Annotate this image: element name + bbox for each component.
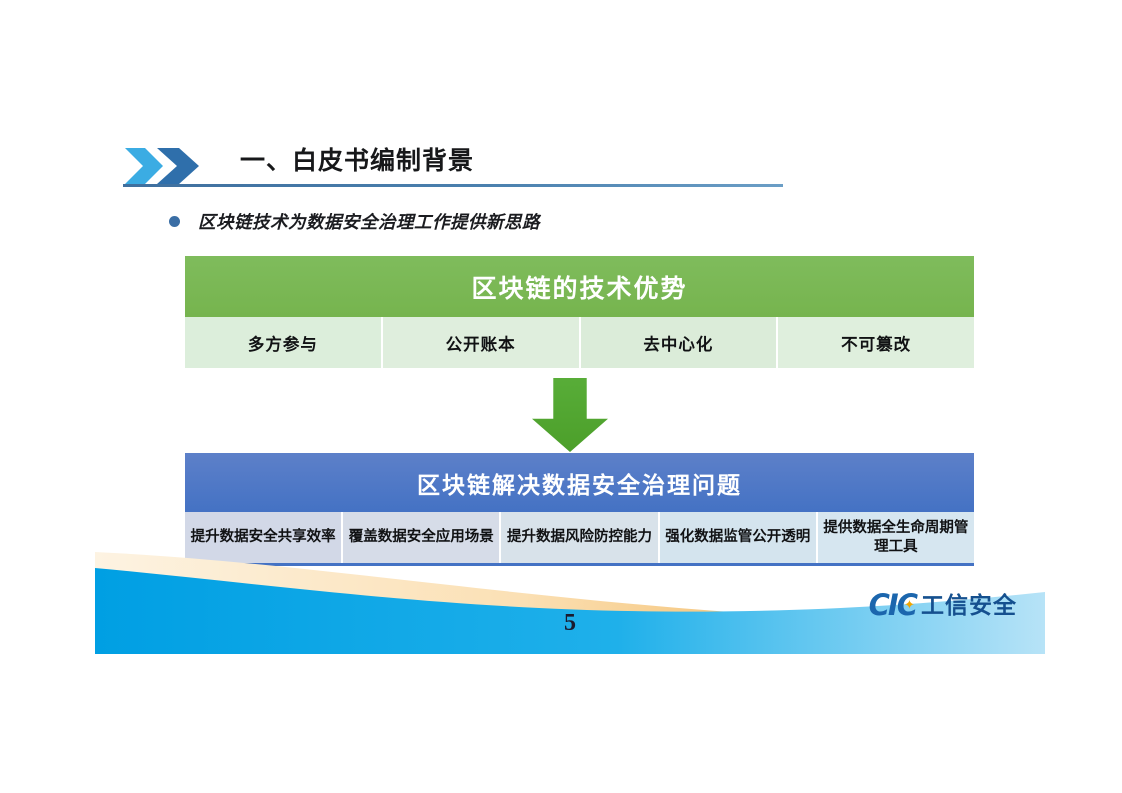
solutions-row: 提升数据安全共享效率 覆盖数据安全应用场景 提升数据风险防控能力 强化数据监管公… [185,512,975,563]
slide-canvas: 一、白皮书编制背景 区块链技术为数据安全治理工作提供新思路 区块链的技术优势 多… [95,28,1045,654]
advantages-row: 多方参与 公开账本 去中心化 不可篡改 [185,317,974,368]
advantages-cell[interactable]: 多方参与 [185,317,383,368]
advantages-header: 区块链的技术优势 [185,256,974,317]
logo-name: 工信安全 [921,592,1017,618]
advantages-panel: 区块链的技术优势 多方参与 公开账本 去中心化 不可篡改 [185,256,974,368]
bullet-text: 区块链技术为数据安全治理工作提供新思路 [198,212,540,232]
advantages-cell[interactable]: 不可篡改 [778,317,974,368]
solutions-cell[interactable]: 提升数据风险防控能力 [501,512,660,563]
solutions-cell[interactable]: 提供数据全生命周期管理工具 [817,512,975,563]
solutions-header: 区块链解决数据安全治理问题 [185,453,974,512]
title-underline [123,184,783,187]
solutions-cell[interactable]: 提升数据安全共享效率 [185,512,344,563]
page-number: 5 [564,610,576,636]
double-chevron-icon [123,146,203,186]
footer-decoration [95,534,1045,654]
solutions-panel: 区块链解决数据安全治理问题 提升数据安全共享效率 覆盖数据安全应用场景 提升数据… [185,453,975,566]
solutions-underline [185,563,974,566]
slide-title-row: 一、白皮书编制背景 [123,140,793,196]
bullet-dot-icon [169,216,180,227]
star-icon: ✦ [904,598,915,613]
arrow-down-shape [532,378,608,452]
solutions-cell[interactable]: 覆盖数据安全应用场景 [343,512,502,563]
logo: CIC ✦ 工信安全 [869,591,1017,620]
bullet-row: 区块链技术为数据安全治理工作提供新思路 [169,209,540,234]
logo-mark: CIC ✦ [868,588,918,622]
logo-mark-text: CIC [868,588,918,622]
arrow-down-icon [95,378,1045,454]
page-title: 一、白皮书编制背景 [240,147,475,175]
advantages-cell[interactable]: 去中心化 [580,317,779,368]
advantages-cell[interactable]: 公开账本 [382,317,581,368]
solutions-cell[interactable]: 强化数据监管公开透明 [659,512,818,563]
